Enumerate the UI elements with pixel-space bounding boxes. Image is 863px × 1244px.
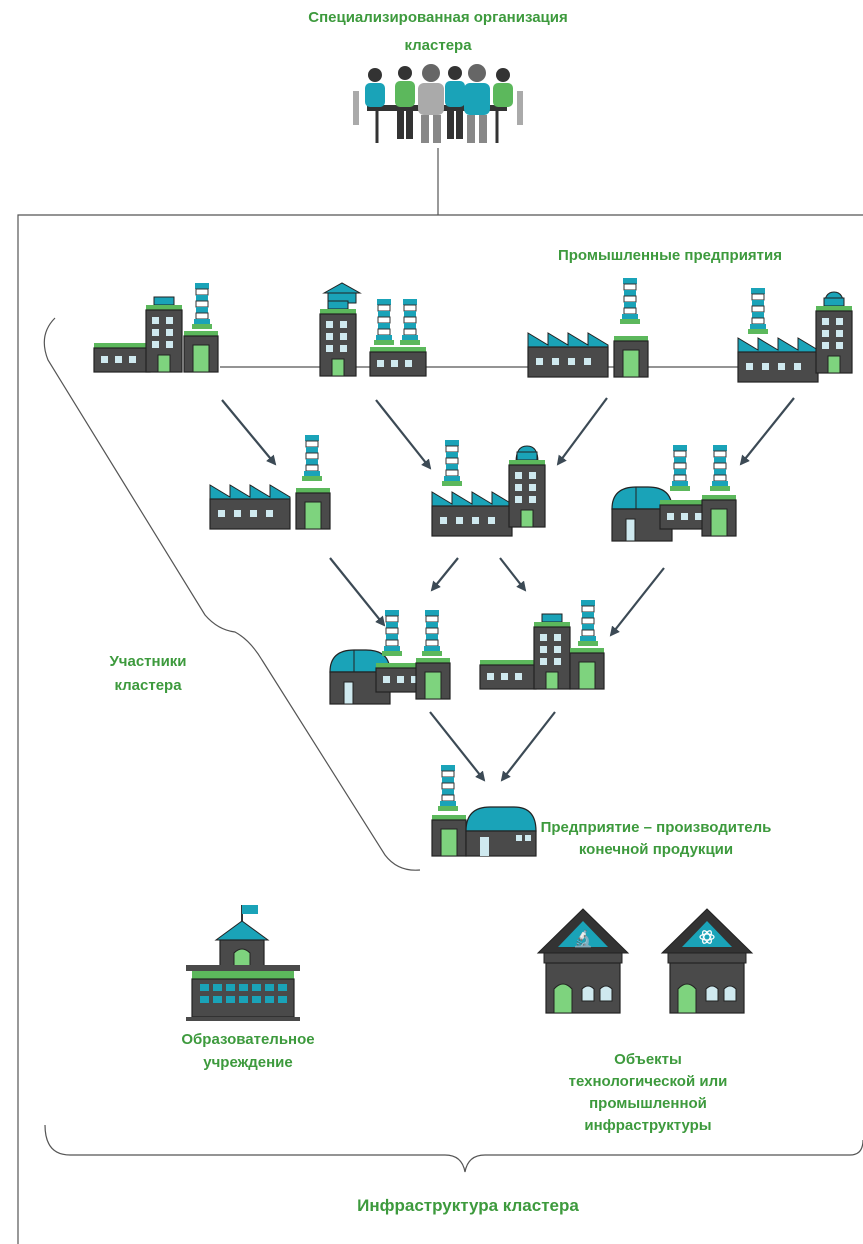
education-label: Образовательное учреждение <box>158 1030 338 1073</box>
flow-arrows <box>221 397 795 782</box>
org-title-line1: Специализированная организация <box>308 9 568 26</box>
factory-icon <box>527 277 649 378</box>
cluster-frame <box>17 214 863 1244</box>
meeting-people-icon <box>353 64 523 143</box>
infrastructure-brace <box>44 1124 863 1173</box>
factory-icon <box>329 609 451 705</box>
participants-label: Участники кластера <box>78 652 218 696</box>
objects-line4: инфраструктуры <box>584 1117 712 1134</box>
factory-icon <box>611 444 737 542</box>
school-building-icon <box>186 905 300 1021</box>
lab-building-icon: 🔬 <box>536 908 630 1014</box>
final-producer-line2: конечной продукции <box>578 841 734 858</box>
objects-line1: Объекты <box>614 1051 682 1068</box>
factory-icon <box>737 287 853 383</box>
infrastructure-title: Инфраструктура кластера <box>357 1196 579 1215</box>
final-producer-line1: Предприятие – производитель <box>540 819 772 836</box>
participants-line1: Участники <box>109 653 187 670</box>
org-title-line2: кластера <box>404 37 472 54</box>
factory-icon <box>319 282 427 377</box>
industrial-label: Промышленные предприятия <box>557 247 783 264</box>
participants-brace <box>43 317 421 871</box>
factory-icon <box>93 282 219 373</box>
factory-icon <box>431 439 546 537</box>
lab-building-icon <box>660 908 754 1014</box>
svg-text:🔬: 🔬 <box>573 929 593 948</box>
education-line2: учреждение <box>203 1054 293 1071</box>
factory-icon <box>431 764 537 857</box>
factory-icon <box>479 599 605 690</box>
final-producer-label: Предприятие – производитель конечной про… <box>506 818 806 860</box>
participants-line2: кластера <box>114 677 182 694</box>
org-title: Специализированная организация кластера <box>268 8 608 56</box>
infrastructure-objects-label: Объекты технологической или промышленной… <box>548 1050 748 1136</box>
education-line1: Образовательное <box>181 1031 315 1048</box>
objects-line3: промышленной <box>589 1095 707 1112</box>
factory-icon <box>209 434 331 530</box>
objects-line2: технологической или <box>568 1073 728 1090</box>
